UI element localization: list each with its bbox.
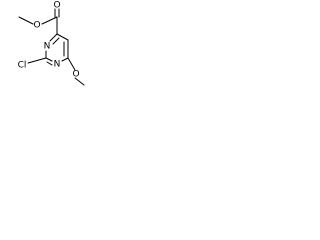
atom-o-ester: O xyxy=(33,21,40,31)
structure-canvas: O O N N Cl O xyxy=(0,0,89,98)
bond-carbonyl-o-ester xyxy=(41,16,58,25)
chemical-structure: O O N N Cl O xyxy=(18,1,85,86)
ring-bond-n3-c4-double xyxy=(52,37,60,45)
bond-o-methyl xyxy=(18,16,34,25)
bond-o-methoxy-methyl xyxy=(74,77,85,86)
bond-c6-o-methoxy xyxy=(67,57,76,71)
atom-n-upper: N xyxy=(44,42,51,52)
ring-bond-n1-c2-double xyxy=(46,61,53,66)
atom-o-methoxy: O xyxy=(72,70,79,80)
ring-bond-c4-c5 xyxy=(56,33,69,41)
bond-c2-cl xyxy=(27,57,47,64)
ring-bond-c6-n1 xyxy=(61,57,69,62)
ring-bond-n3-c4 xyxy=(49,33,58,42)
atom-o-carbonyl: O xyxy=(53,1,60,11)
atom-n-lower: N xyxy=(54,60,61,70)
atom-cl: Cl xyxy=(18,61,27,71)
ring-bond-n1-c2 xyxy=(45,57,53,62)
